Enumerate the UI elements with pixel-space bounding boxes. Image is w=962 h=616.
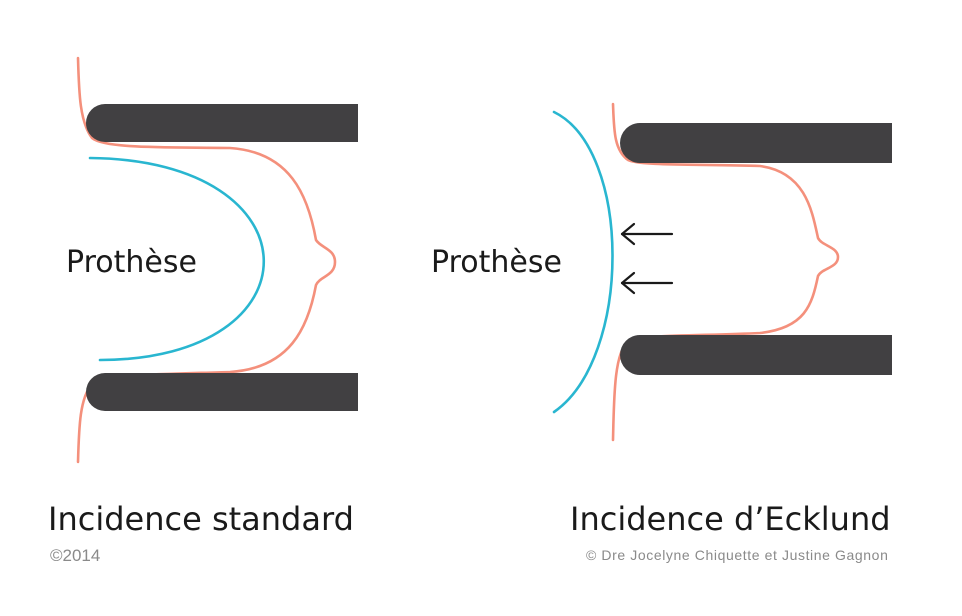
lower-plate-square-end: [120, 373, 358, 411]
implant-outline-ecklund: [552, 110, 614, 414]
author-credit: © Dre Jocelyne Chiquette et Justine Gagn…: [586, 547, 888, 563]
implant-outline-standard: [88, 156, 266, 362]
standard-view-panel: Prothèse Incidence standard ©2014: [48, 56, 358, 565]
push-back-arrow-upper: [620, 222, 674, 246]
ecklund-view-panel: Prothèse Incidence d’Ecklund © Dre Jocel…: [431, 102, 892, 563]
implant-label-ecklund: Prothèse: [431, 245, 562, 280]
caption-ecklund: Incidence d’Ecklund: [570, 500, 891, 538]
upper-plate-square-end: [120, 104, 358, 142]
copyright-year: ©2014: [50, 546, 100, 565]
upper-plate-square-end-ecklund: [650, 123, 892, 163]
lower-plate-square-end-ecklund: [650, 335, 892, 375]
caption-standard: Incidence standard: [48, 500, 354, 538]
implant-label-standard: Prothèse: [66, 245, 197, 280]
push-back-arrow-lower: [620, 271, 674, 295]
